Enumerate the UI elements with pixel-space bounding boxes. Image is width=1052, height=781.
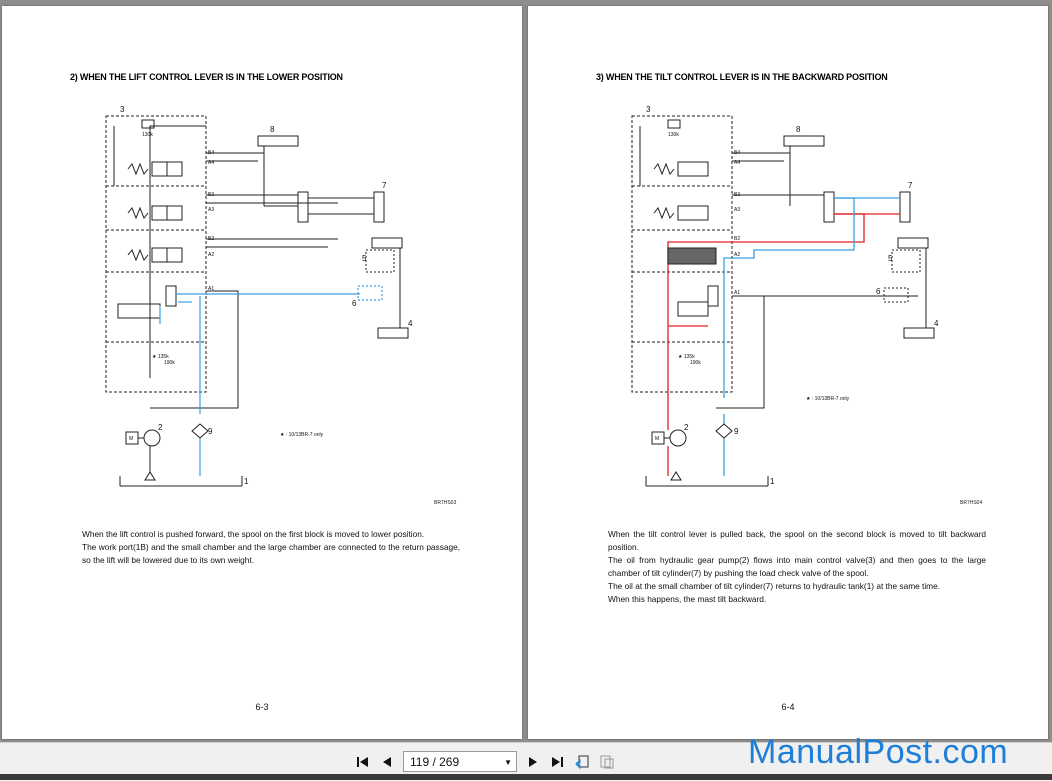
label-valve: 3	[120, 105, 125, 114]
label-p130: 130k	[668, 132, 679, 138]
figure-code: BR7HS04	[960, 500, 983, 506]
label-motor: M	[655, 436, 659, 442]
chevron-down-icon[interactable]: ▼	[504, 758, 512, 767]
label-A3: A3	[208, 207, 214, 213]
page-right: 3) WHEN THE TILT CONTROL LEVER IS IN THE…	[528, 6, 1048, 739]
page-left: 2) WHEN THE LIFT CONTROL LEVER IS IN THE…	[2, 6, 522, 739]
page-title: 3) WHEN THE TILT CONTROL LEVER IS IN THE…	[596, 72, 888, 82]
page-number: 6-4	[781, 702, 795, 712]
previous-page-icon[interactable]	[378, 753, 396, 771]
label-p130: 130k	[142, 132, 153, 138]
label-valve: 3	[646, 105, 651, 114]
label-tank: 1	[244, 477, 249, 486]
label-B2: B2	[208, 236, 214, 242]
label-cyl8: 8	[796, 125, 801, 134]
first-page-icon[interactable]	[354, 753, 372, 771]
paragraph: The oil at the small chamber of tilt cyl…	[608, 581, 941, 591]
figure-code: BR7HS03	[434, 500, 457, 506]
label-c6: 6	[352, 299, 357, 308]
label-tank: 1	[770, 477, 775, 486]
next-page-icon[interactable]	[524, 753, 542, 771]
label-cyl4: 4	[408, 319, 413, 328]
label-c5: 5	[362, 254, 367, 263]
paragraph: When the lift control is pushed forward,…	[82, 529, 425, 539]
label-pump: 2	[158, 423, 163, 432]
label-A4: A4	[734, 160, 740, 166]
label-c6: 6	[876, 287, 881, 296]
taskbar-strip	[0, 774, 1052, 780]
label-B3: B3	[734, 192, 740, 198]
label-A1: A1	[208, 286, 214, 292]
hydraulic-circuit-diagram: 3 8 7 5 6 4 2 9 1 M 130k ★ 135k 190k B4 …	[631, 105, 939, 487]
label-B3: B3	[208, 192, 214, 198]
watermark-logo: ManualPost.com	[748, 733, 1009, 771]
label-motor: M	[129, 436, 133, 442]
last-page-icon[interactable]	[548, 753, 566, 771]
label-A4: A4	[208, 160, 214, 166]
label-cyl7: 7	[908, 181, 913, 190]
label-filter: 9	[208, 427, 213, 436]
paragraph: When this happens, the mast tilt backwar…	[608, 594, 767, 604]
document-viewer[interactable]: 2) WHEN THE LIFT CONTROL LEVER IS IN THE…	[0, 0, 1052, 742]
label-filter: 9	[734, 427, 739, 436]
label-B4: B4	[734, 150, 740, 156]
body-text: When the tilt control lever is pulled ba…	[608, 528, 986, 606]
label-A2: A2	[208, 252, 214, 258]
label-p190: 190k	[690, 360, 701, 366]
label-cyl7: 7	[382, 181, 387, 190]
model-note: ★ : 10/13BR-7 only	[806, 396, 850, 402]
page-number-field[interactable]: 119 / 269 ▼	[403, 751, 517, 772]
label-B4: B4	[208, 150, 214, 156]
model-note: ★ : 10/13BR-7 only	[280, 432, 324, 438]
label-cyl4: 4	[934, 319, 939, 328]
page-title: 2) WHEN THE LIFT CONTROL LEVER IS IN THE…	[70, 72, 343, 82]
paragraph: The oil from hydraulic gear pump(2) flow…	[608, 555, 986, 578]
hydraulic-circuit-diagram: 3 8 7 5 6 4 2 9 1 M 130k ★ 135k 190k B4 …	[105, 105, 413, 487]
page-number: 6-3	[255, 702, 269, 712]
label-A1: A1	[734, 290, 740, 296]
label-pump: 2	[684, 423, 689, 432]
previous-view-icon[interactable]	[574, 753, 592, 771]
paragraph: The work port(1B) and the small chamber …	[82, 542, 460, 565]
page-number-value: 119 / 269	[410, 755, 460, 769]
label-p135: ★ 135k	[152, 354, 169, 360]
label-p135: ★ 135k	[678, 354, 695, 360]
label-c5: 5	[888, 254, 893, 263]
next-view-icon[interactable]	[598, 753, 616, 771]
paragraph: When the tilt control lever is pulled ba…	[608, 529, 986, 552]
label-B2: B2	[734, 236, 740, 242]
label-A2: A2	[734, 252, 740, 258]
label-cyl8: 8	[270, 125, 275, 134]
label-p190: 190k	[164, 360, 175, 366]
label-A3: A3	[734, 207, 740, 213]
body-text: When the lift control is pushed forward,…	[82, 528, 460, 567]
